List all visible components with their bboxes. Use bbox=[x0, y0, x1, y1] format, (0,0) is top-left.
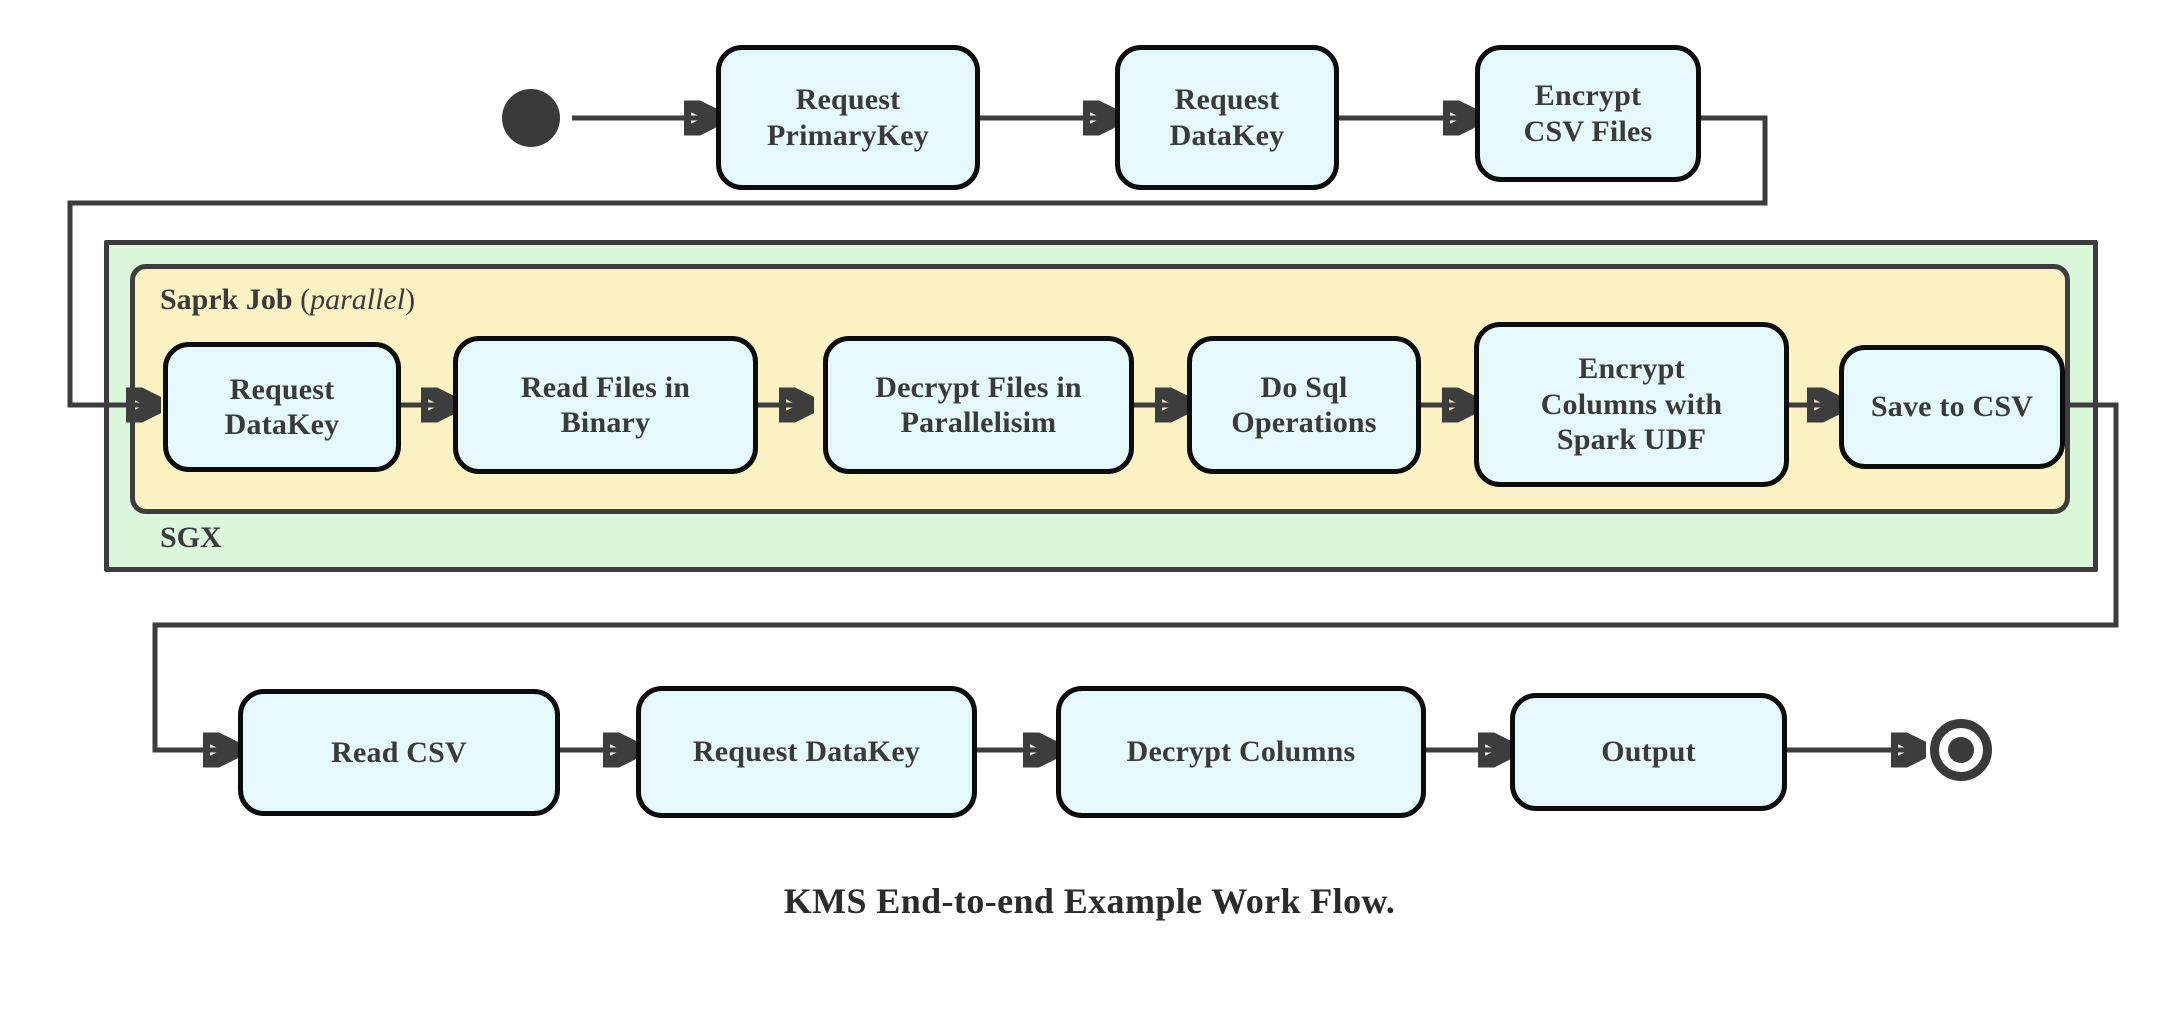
node-output-label: Output bbox=[1601, 735, 1696, 769]
group-sgx-label: SGX bbox=[160, 521, 222, 554]
node-encrypt-columns-line-2: Columns with bbox=[1540, 387, 1723, 421]
node-request-datakey-spark-line-1: Request bbox=[229, 372, 335, 406]
spark-label-italic: parallel bbox=[310, 283, 406, 316]
node-decrypt-files-line-1: Decrypt Files in bbox=[875, 370, 1082, 404]
node-request-datakey-top-line-1: Request bbox=[1174, 83, 1280, 117]
node-request-primarykey[interactable]: Request PrimaryKey bbox=[716, 45, 980, 190]
spark-label-paren-close: ) bbox=[405, 283, 416, 316]
node-encrypt-csv-files[interactable]: Encrypt CSV Files bbox=[1475, 45, 1701, 182]
spark-label-paren-open: ( bbox=[300, 283, 311, 316]
node-encrypt-csv-files-line-1: Encrypt bbox=[1534, 79, 1642, 113]
node-request-datakey-bottom-label: Request DataKey bbox=[692, 735, 921, 769]
end-node-inner-dot bbox=[1948, 737, 1974, 763]
node-request-datakey-bottom[interactable]: Request DataKey bbox=[636, 686, 977, 818]
node-read-files-in-binary[interactable]: Read Files in Binary bbox=[453, 336, 758, 474]
node-decrypt-files-in-parallelisim[interactable]: Decrypt Files in Parallelisim bbox=[823, 336, 1134, 474]
node-decrypt-files-line-2: Parallelisim bbox=[900, 406, 1057, 439]
node-read-files-in-binary-line-1: Read Files in bbox=[520, 370, 691, 404]
node-do-sql-operations-line-1: Do Sql bbox=[1260, 370, 1348, 404]
node-request-primarykey-line-2: PrimaryKey bbox=[767, 118, 929, 152]
spark-label-bold: Saprk Job bbox=[160, 283, 293, 316]
node-save-to-csv[interactable]: Save to CSV bbox=[1839, 345, 2065, 469]
node-encrypt-columns-with-spark-udf[interactable]: Encrypt Columns with Spark UDF bbox=[1474, 322, 1789, 487]
start-node bbox=[502, 89, 560, 147]
group-spark-job-label: Saprk Job (parallel) bbox=[160, 283, 415, 317]
node-request-datakey-top-line-2: DataKey bbox=[1169, 118, 1285, 152]
node-encrypt-columns-line-3: Spark UDF bbox=[1556, 423, 1707, 457]
node-request-datakey-spark[interactable]: Request DataKey bbox=[163, 342, 401, 472]
node-do-sql-operations[interactable]: Do Sql Operations bbox=[1187, 336, 1421, 474]
node-request-primarykey-line-1: Request bbox=[795, 83, 901, 117]
diagram-caption: KMS End-to-end Example Work Flow. bbox=[783, 881, 1396, 921]
end-node bbox=[1930, 719, 1992, 781]
node-request-datakey-top[interactable]: Request DataKey bbox=[1115, 45, 1339, 190]
node-read-csv-label: Read CSV bbox=[331, 735, 467, 769]
node-save-to-csv-label: Save to CSV bbox=[1870, 390, 2034, 424]
node-encrypt-csv-files-line-2: CSV Files bbox=[1523, 114, 1653, 148]
node-request-datakey-spark-line-2: DataKey bbox=[224, 408, 340, 441]
node-do-sql-operations-line-2: Operations bbox=[1231, 406, 1377, 439]
node-read-files-in-binary-line-2: Binary bbox=[560, 406, 651, 439]
node-decrypt-columns-label: Decrypt Columns bbox=[1126, 735, 1356, 769]
node-output[interactable]: Output bbox=[1510, 693, 1787, 811]
node-encrypt-columns-line-1: Encrypt bbox=[1578, 352, 1685, 386]
node-decrypt-columns[interactable]: Decrypt Columns bbox=[1056, 686, 1426, 818]
node-read-csv[interactable]: Read CSV bbox=[238, 689, 560, 816]
